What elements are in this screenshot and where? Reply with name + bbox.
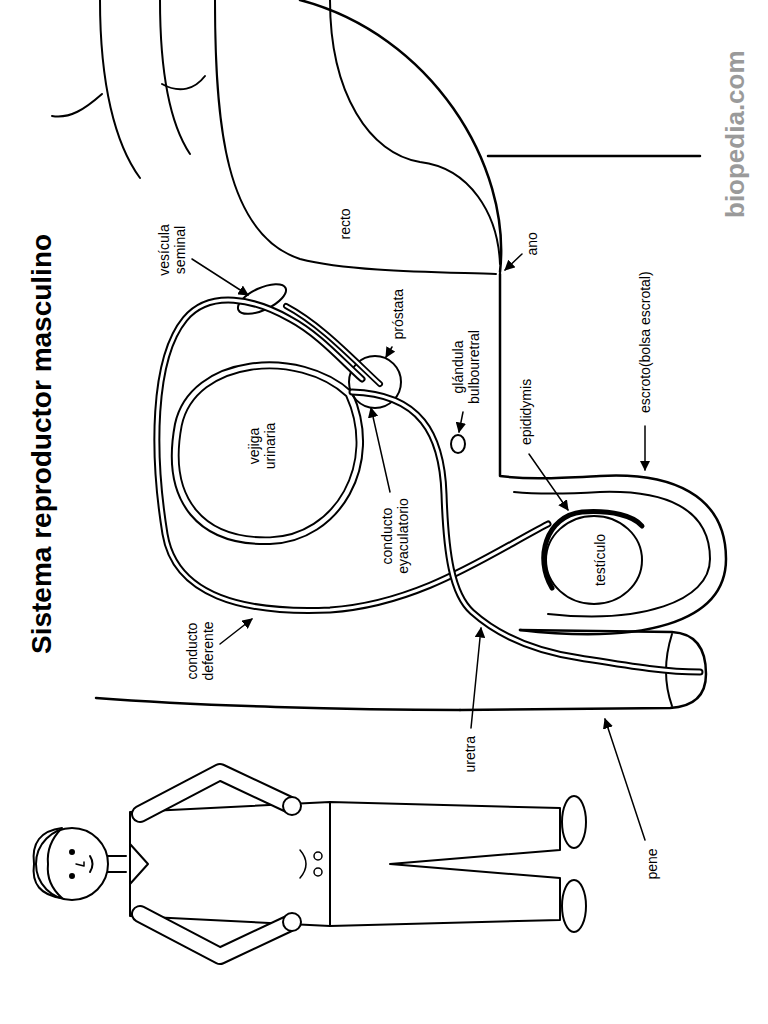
bladder-inner	[179, 368, 357, 537]
boy-hand	[283, 913, 301, 931]
boy-nose	[76, 862, 84, 866]
ejaculatory-duct	[286, 306, 380, 384]
organ-icon	[314, 852, 322, 860]
organ-icon	[314, 868, 322, 876]
part-label: recto	[337, 208, 353, 239]
part-label: epididymis	[518, 379, 534, 445]
boy-eye	[70, 850, 74, 854]
leader-arrow	[529, 454, 568, 510]
body-outline	[96, 698, 460, 710]
part-label: glándula bulbouretral	[450, 325, 482, 409]
leader-arrow	[605, 719, 645, 840]
part-label: conducto eyaculatorio	[379, 494, 411, 578]
vessel-line	[100, 0, 140, 178]
boy-shirt	[130, 802, 330, 926]
boy-trousers	[330, 802, 560, 926]
part-label: vesícula seminal	[156, 215, 188, 285]
boy-arm-fill	[140, 914, 288, 956]
vas-deferens	[157, 300, 548, 610]
boy-neck	[107, 856, 126, 872]
leader-arrow	[192, 259, 248, 295]
bulbourethral-gland	[451, 435, 465, 453]
part-label: próstata	[390, 289, 406, 340]
leader-arrow	[471, 628, 481, 728]
part-label: conducto deferente	[184, 617, 216, 685]
leader-arrow	[386, 347, 392, 357]
vessel-line	[162, 76, 205, 89]
rectum-wall	[330, 0, 500, 264]
leader-arrow	[644, 426, 646, 470]
boy-foot	[562, 796, 586, 848]
leader-arrow	[505, 254, 522, 270]
part-label: vejiga urinaria	[246, 414, 278, 478]
boy-arm	[140, 914, 288, 956]
organ-icon	[300, 850, 306, 878]
boy-hand	[283, 797, 301, 815]
scrotum-outline	[500, 274, 726, 634]
thigh-line	[488, 155, 700, 158]
boy-mouth	[90, 856, 93, 872]
part-label: escroto(bolsa escrotal)	[637, 271, 653, 413]
bladder-outline	[172, 362, 363, 544]
watermark: biopedia.com	[720, 46, 750, 222]
leader-arrow	[459, 412, 463, 432]
boy-hair	[34, 828, 62, 898]
scrotum-inner	[514, 492, 710, 617]
vessel-line	[160, 0, 190, 154]
boy-head	[36, 828, 108, 900]
leader-arrow	[220, 619, 252, 644]
epididymis	[544, 512, 642, 588]
boy-collar	[130, 844, 148, 884]
part-label: pene	[644, 848, 660, 879]
boy-eye	[70, 874, 74, 878]
leader-arrow	[371, 408, 390, 492]
part-label: ano	[524, 232, 540, 255]
part-label: uretra	[462, 736, 478, 773]
vas-deferens-lumen	[157, 300, 548, 610]
part-label: testículo	[592, 534, 608, 586]
diagram-title: Sistema reproductor masculino	[26, 234, 58, 654]
testis	[546, 516, 642, 604]
buttock-outline	[300, 0, 501, 272]
boy-foot	[562, 880, 586, 932]
boy-arm-fill	[140, 772, 288, 814]
rectum-wall	[215, 0, 496, 274]
boy-arm	[140, 772, 288, 814]
ejaculatory-duct-lumen	[286, 306, 380, 384]
vessel-line	[52, 94, 102, 117]
